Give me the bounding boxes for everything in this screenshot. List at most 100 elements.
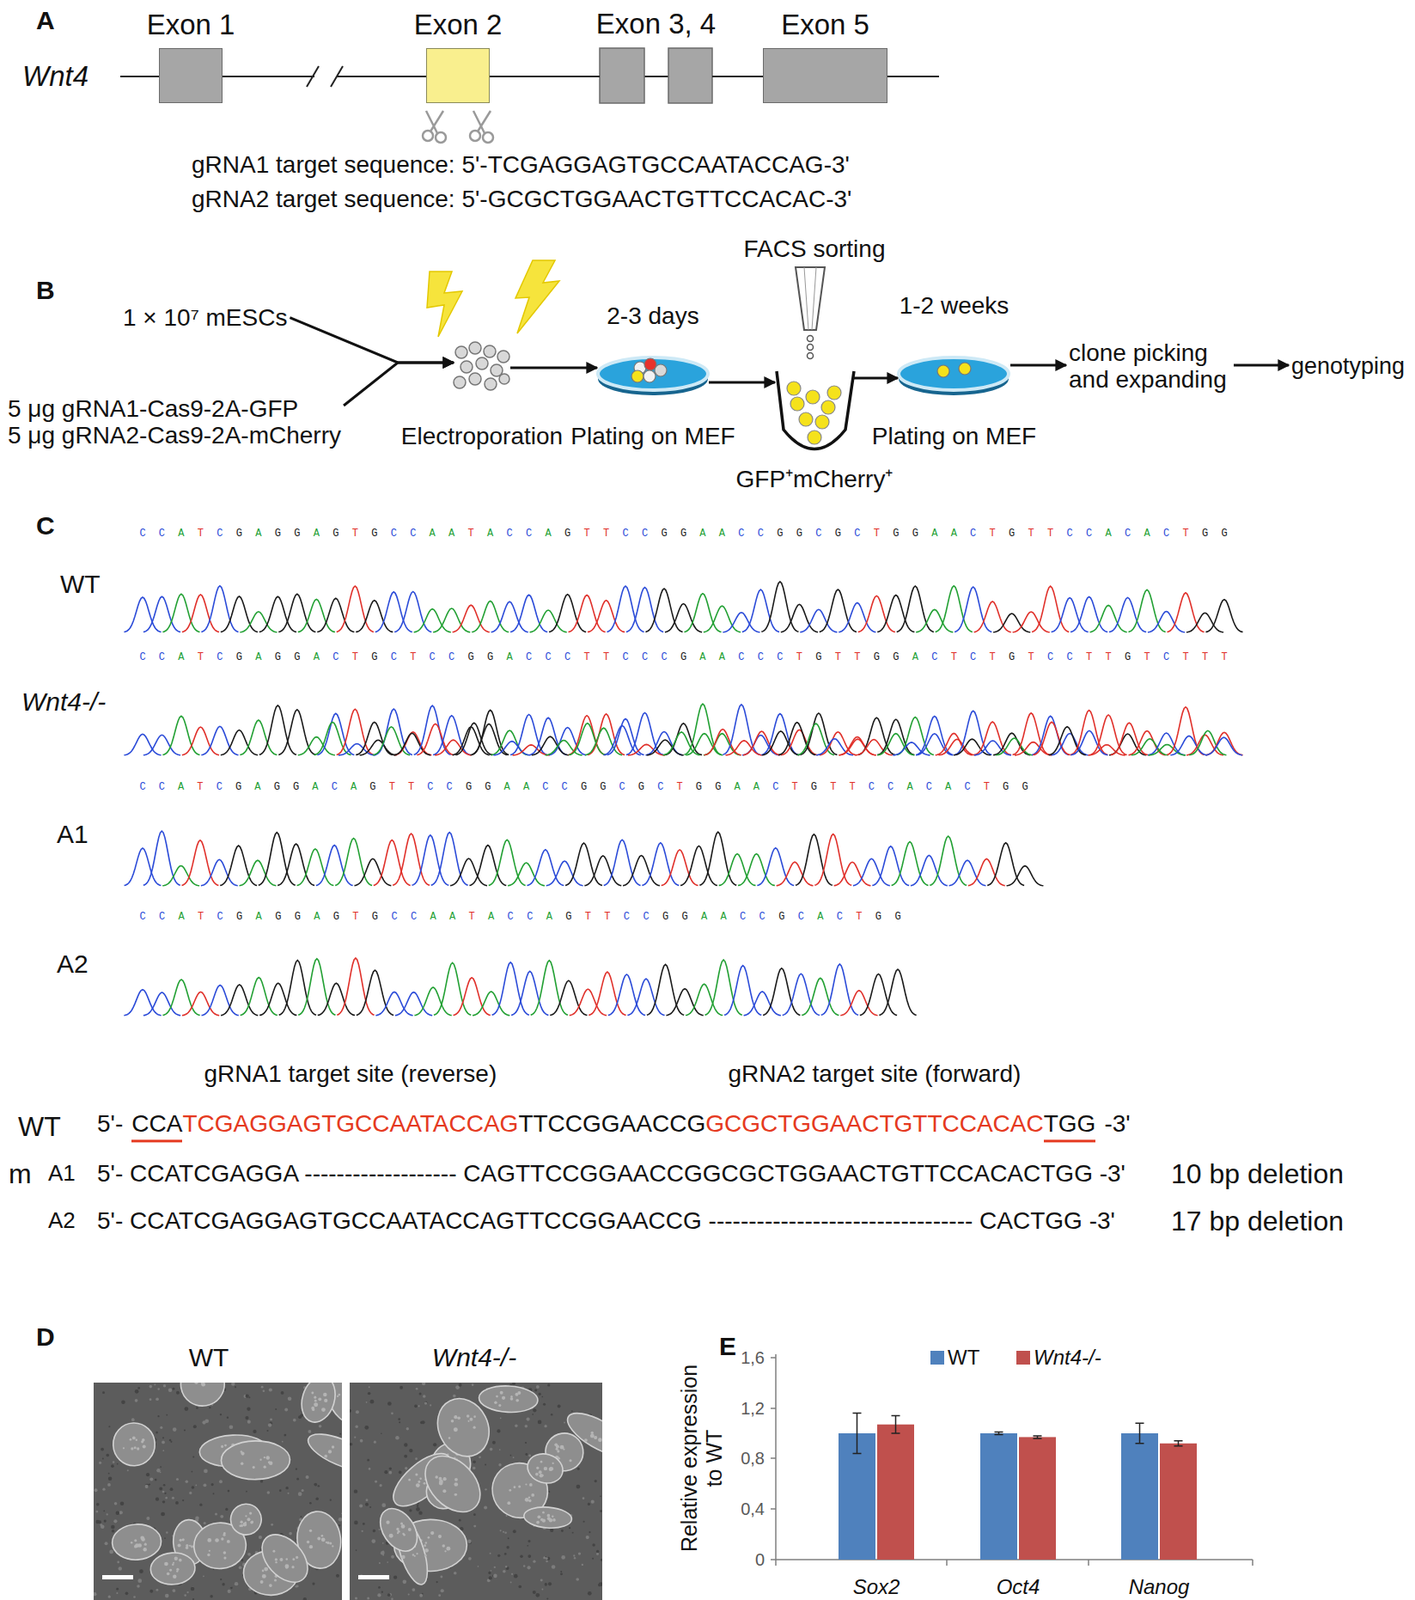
base-call: A [177, 911, 184, 924]
trace-peak [1128, 589, 1165, 632]
trace-peak [626, 587, 664, 633]
trace-peak [646, 963, 684, 1015]
base-call: T [835, 652, 842, 665]
base-call: C [623, 911, 630, 924]
tick-label: 0,8 [740, 1448, 765, 1469]
trace-peak [606, 585, 644, 632]
scissors-icon [469, 110, 494, 143]
trace-peak [182, 991, 220, 1015]
base-call: T [197, 652, 204, 665]
base-call: T [1143, 652, 1150, 665]
base-call: T [1028, 652, 1035, 665]
trace-peak [816, 738, 854, 756]
base-call: A [429, 528, 436, 541]
category-label: Oct4 [996, 1574, 1041, 1599]
mutant-sequence: 5'- CCATCGAGGAGTGCCAATACCAGTTCCGGAACCG -… [97, 1207, 1116, 1235]
base-call: C [1047, 652, 1054, 665]
trace-peak [469, 724, 507, 756]
trace-peak [603, 839, 641, 885]
base-call: A [311, 781, 318, 794]
trace-peak [1014, 742, 1052, 756]
panel-letter: D [36, 1322, 55, 1353]
row-label: A2 [56, 949, 89, 980]
base-call: A [931, 528, 938, 541]
base-call: T [855, 911, 862, 924]
trace-peak [569, 988, 607, 1016]
base-call: C [622, 652, 629, 665]
collection-tube [776, 371, 854, 450]
base-call: T [197, 911, 204, 924]
panel-letter: E [719, 1331, 737, 1362]
trace-peak [1205, 731, 1243, 755]
base-call: T [469, 911, 476, 924]
base-calls: CCATCGAGGAGTGCCAATACCAGTTCCGGAACCGGCGCTG… [142, 528, 1225, 543]
base-call: G [892, 652, 899, 665]
tick-label: 0 [755, 1549, 765, 1570]
base-call: A [912, 652, 919, 665]
base-calls: CCATCGAGGACTGCTCCGGACCCTTCCCGAACCCTGTTGG… [142, 652, 1225, 666]
base-call: T [1047, 528, 1054, 541]
trace-peak [143, 830, 181, 885]
trace-peak [355, 600, 393, 633]
pam-site: TGG [1043, 1110, 1097, 1142]
base-call: C [390, 528, 397, 541]
base-call: T [829, 781, 836, 794]
base-call: A [1143, 528, 1150, 541]
trace-peak [394, 591, 432, 632]
node-label: Plating on MEF [872, 422, 1037, 450]
target-site: TCGAGGAGTGCCAATACCAG [182, 1110, 519, 1138]
base-call: G [274, 911, 281, 924]
base-call: G [333, 911, 340, 924]
base-call: G [468, 652, 475, 665]
target-sequence: gRNA2 target sequence: 5'-GCGCTGGAACTGTT… [191, 185, 852, 214]
base-call: A [951, 528, 958, 541]
trace-peak [1012, 611, 1050, 633]
micrograph [349, 1382, 603, 1600]
node-label: GFP⁺mCherry⁺ [736, 465, 894, 493]
trace-peak [840, 990, 878, 1016]
cell-cluster [453, 341, 510, 391]
base-call: C [158, 911, 165, 924]
trace-peak [974, 601, 1012, 633]
trace-peak [683, 703, 721, 755]
trace-peak [915, 715, 953, 755]
base-call: C [216, 781, 223, 794]
trace-peak [239, 611, 277, 633]
bar-series [838, 1412, 1197, 1560]
base-call: G [1220, 528, 1227, 541]
base-call: A [313, 528, 320, 541]
base-call: C [619, 781, 626, 794]
trace-peak [606, 718, 644, 755]
base-call: T [796, 652, 803, 665]
exon-box: Exon 1 [158, 48, 223, 104]
trace-peak [259, 596, 297, 632]
base-call: G [815, 652, 822, 665]
chromatogram [123, 957, 916, 1016]
base-call: G [371, 652, 378, 665]
base-call: A [817, 911, 824, 924]
base-call: T [951, 652, 958, 665]
trace-peak [565, 842, 603, 885]
base-call: C [969, 652, 976, 665]
base-call: A [733, 781, 740, 794]
plating-step: 2-3 daysPlating on MEF [597, 352, 709, 393]
sorter-nozzle [795, 267, 825, 360]
base-call: T [352, 911, 359, 924]
trace-peak [756, 847, 794, 886]
node-label: 1-2 weeks [899, 292, 1010, 319]
trace-peak [1147, 611, 1185, 633]
base-call: A [504, 781, 511, 794]
trace-peak [683, 593, 721, 633]
gene-line [222, 75, 427, 78]
electroporation-step: Electroporation [453, 341, 511, 393]
trace-peak [393, 732, 431, 755]
tick-label: 1,6 [740, 1347, 765, 1368]
trace-peak [834, 861, 872, 885]
trace-peak [471, 601, 509, 633]
base-call: G [274, 652, 281, 665]
site-label: gRNA1 target site (reverse) [203, 1060, 497, 1088]
trace-peak [512, 744, 550, 756]
base-call: T [196, 781, 203, 794]
legend-item: Wnt4-/- [1016, 1345, 1102, 1370]
